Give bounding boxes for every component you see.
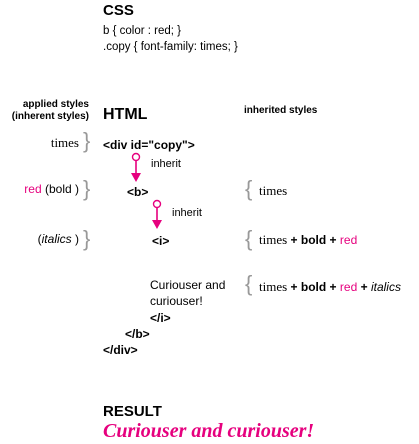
brace-inherited-text: {: [245, 271, 253, 296]
content-line-2: curiouser!: [150, 294, 203, 308]
result-text: Curiouser and curiouser!: [103, 420, 315, 442]
inherited-text-italics: italics: [370, 280, 401, 294]
arrow-2-head: [152, 220, 162, 229]
applied-b-red: red: [24, 182, 42, 196]
inherited-text-times: times: [259, 279, 288, 294]
brace-inherited-b: {: [245, 176, 253, 201]
tag-b-close: </b>: [125, 327, 150, 341]
inherited-i-times: times: [259, 232, 288, 247]
arrow-1-origin: [131, 152, 141, 162]
inherited-text-styles: times + bold + red + italics: [259, 279, 401, 295]
inherited-styles-header: inherited styles: [244, 105, 318, 116]
inherited-i-bold: bold: [300, 233, 327, 247]
tag-div-close: </div>: [103, 343, 138, 357]
inherit-arrow-1: [131, 152, 141, 182]
applied-i-close: ): [71, 232, 79, 246]
css-rule-copy: .copy { font-family: times; }: [103, 41, 238, 53]
arrow-2-label: inherit: [172, 207, 202, 219]
inherited-text-plus-2: +: [329, 280, 337, 294]
inherited-text-bold: bold: [300, 280, 327, 294]
inherited-text-plus-3: +: [360, 280, 368, 294]
applied-div-times: times: [50, 135, 79, 150]
inherit-arrow-2: [152, 199, 162, 229]
arrow-1-label: inherit: [151, 158, 181, 170]
inherited-i-plus-2: +: [329, 233, 337, 247]
arrow-2-origin: [152, 199, 162, 209]
inherited-i-red: red: [339, 233, 358, 247]
arrow-1-head: [131, 173, 141, 182]
applied-styles-line1: applied styles: [22, 99, 89, 110]
applied-styles-line2: (inherent styles): [11, 111, 89, 122]
brace-applied-div: }: [83, 128, 91, 153]
css-title: CSS: [103, 2, 134, 19]
inherited-text-red: red: [339, 280, 358, 294]
tag-i-open: <i>: [152, 234, 170, 248]
inherited-text-plus-1: +: [290, 280, 298, 294]
inherited-i-styles: times + bold + red: [259, 232, 357, 248]
tag-i-close: </i>: [150, 311, 171, 325]
brace-applied-b: }: [83, 176, 91, 201]
applied-i-open: (: [37, 232, 42, 246]
tag-div-open: <div id="copy">: [103, 138, 195, 152]
applied-styles-header: applied styles (inherent styles): [12, 99, 89, 123]
content-line-1: Curiouser and: [150, 278, 226, 292]
applied-b-bold: (bold ): [44, 182, 79, 196]
tag-b-open: <b>: [127, 185, 149, 199]
applied-b-styles: red (bold ): [24, 182, 79, 197]
result-title: RESULT: [103, 403, 162, 420]
brace-inherited-i: {: [245, 226, 253, 251]
css-rule-b: b { color : red; }: [103, 25, 181, 37]
applied-i-styles: (italics ): [38, 232, 79, 247]
applied-i-italics: italics: [41, 232, 72, 246]
inherited-b-times: times: [259, 183, 288, 198]
html-title: HTML: [103, 106, 148, 123]
inherited-i-plus-1: +: [290, 233, 298, 247]
brace-applied-i: }: [83, 226, 91, 251]
